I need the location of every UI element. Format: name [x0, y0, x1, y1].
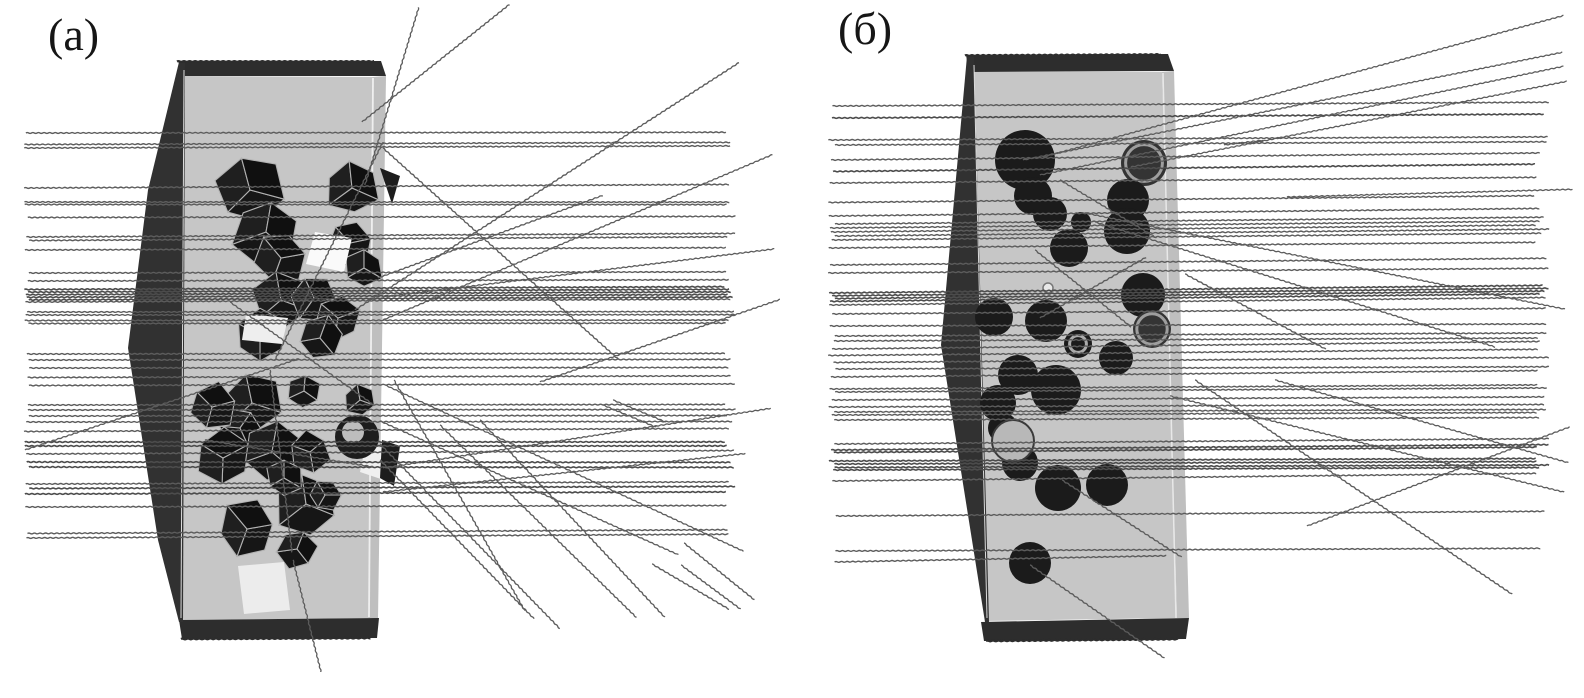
svg-text:(а): (а)	[48, 9, 99, 60]
svg-text:(б): (б)	[838, 3, 892, 54]
